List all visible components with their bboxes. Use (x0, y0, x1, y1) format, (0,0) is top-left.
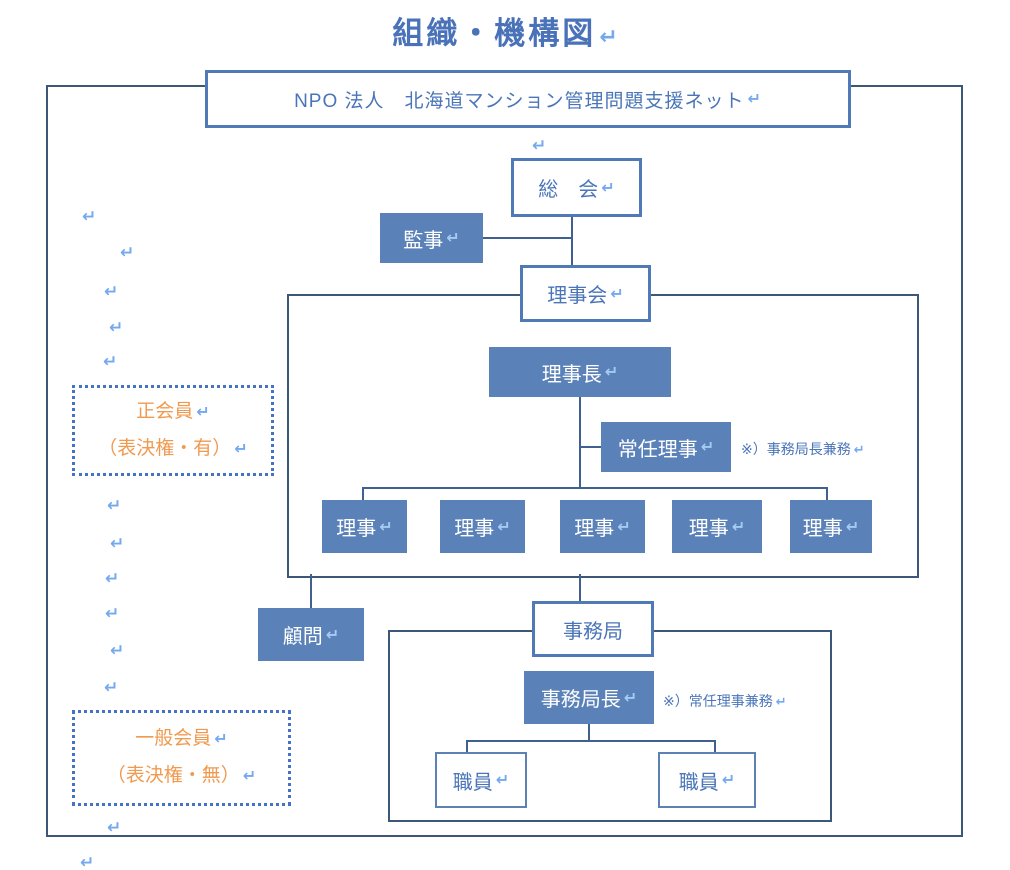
node-label: 監事 (403, 229, 444, 252)
node-director-4: 理事↵ (672, 500, 762, 553)
paragraph-mark-icon: ↵ (109, 318, 124, 337)
page-title: 組織・機構図↵ (0, 8, 1010, 53)
node-advisor: 顧問↵ (258, 608, 364, 661)
paragraph-mark-icon: ↵ (532, 136, 547, 155)
paragraph-mark-icon: ↵ (104, 678, 119, 697)
node-director-2: 理事↵ (440, 500, 525, 553)
connector-chairman-down (579, 397, 581, 487)
paragraph-mark-icon: ↵ (80, 853, 95, 870)
paragraph-mark-icon: ↵ (325, 626, 340, 644)
connector-secretary-general-down (588, 724, 590, 741)
standing-director-note: ※）事務局長兼務↵ (741, 439, 865, 459)
paragraph-mark-icon: ↵ (747, 91, 762, 108)
connector-staff-bracket (466, 740, 716, 742)
node-standing-director: 常任理事↵ (601, 422, 731, 472)
connector-auditor (483, 237, 572, 239)
paragraph-mark-icon: ↵ (379, 518, 393, 536)
connector-secretariat (579, 574, 581, 601)
member-group-line: 正会員↵ (136, 394, 209, 431)
secretary-general-note: ※）常任理事兼務↵ (663, 691, 787, 711)
paragraph-mark-icon: ↵ (110, 534, 125, 553)
node-label: 理事 (802, 518, 843, 540)
paragraph-mark-icon: ↵ (82, 207, 97, 226)
paragraph-mark-icon: ↵ (853, 442, 865, 457)
paragraph-mark-icon: ↵ (721, 772, 736, 789)
paragraph-mark-icon: ↵ (775, 694, 787, 709)
member-group-line: 一般会員↵ (135, 721, 227, 758)
paragraph-mark-icon: ↵ (120, 243, 135, 262)
node-label: 理事長 (541, 363, 602, 386)
connector-advisor (310, 574, 312, 608)
note-text: ※）事務局長兼務 (741, 441, 851, 457)
node-label: 理事 (688, 518, 729, 540)
node-director-3: 理事↵ (560, 500, 645, 553)
member-group-subtitle: （表決権・無） (106, 765, 240, 786)
paragraph-mark-icon: ↵ (604, 364, 619, 381)
paragraph-mark-icon: ↵ (107, 818, 122, 837)
org-name-label: NPO 法人 北海道マンション管理問題支援ネット (294, 90, 745, 112)
node-label: 常任理事 (617, 438, 698, 461)
paragraph-mark-icon: ↵ (845, 518, 860, 536)
node-board: 理事会↵ (520, 265, 651, 322)
note-text: ※）常任理事兼務 (663, 693, 773, 709)
paragraph-mark-icon: ↵ (214, 731, 228, 748)
page-title-text: 組織・機構図 (392, 16, 597, 51)
node-label: 理事 (454, 518, 495, 540)
connector-staff-drop-right (714, 740, 716, 753)
member-group-line: （表決権・無）↵ (107, 758, 256, 795)
paragraph-mark-icon: ↵ (110, 641, 125, 660)
node-general-assembly: 総 会↵ (511, 158, 642, 217)
node-staff-2: 職員↵ (658, 752, 756, 808)
node-label: 理事会 (547, 285, 608, 307)
paragraph-mark-icon: ↵ (495, 772, 510, 789)
connector-directors-drop-right (826, 487, 828, 501)
node-label: 事務局 (563, 620, 623, 643)
paragraph-mark-icon: ↵ (610, 285, 624, 303)
node-label: 顧問 (282, 626, 323, 648)
node-chairman: 理事長↵ (489, 347, 671, 397)
paragraph-mark-icon: ↵ (196, 403, 210, 421)
paragraph-mark-icon: ↵ (105, 604, 120, 623)
connector-directors-drop-left (362, 487, 364, 501)
node-label: 職員 (452, 771, 493, 794)
paragraph-mark-icon: ↵ (601, 179, 615, 197)
paragraph-mark-icon: ↵ (497, 518, 511, 536)
paragraph-mark-icon: ↵ (104, 282, 119, 301)
node-secretariat: 事務局 (532, 601, 654, 657)
paragraph-mark-icon: ↵ (105, 569, 120, 588)
paragraph-mark-icon: ↵ (623, 689, 638, 707)
paragraph-mark-icon: ↵ (617, 518, 631, 536)
paragraph-mark-icon: ↵ (103, 352, 118, 371)
node-director-5: 理事↵ (790, 500, 872, 553)
member-group-regular: 正会員↵ （表決権・有）↵ (72, 385, 274, 476)
paragraph-mark-icon: ↵ (731, 518, 746, 536)
node-director-1: 理事↵ (322, 500, 407, 553)
node-label: 総 会 (538, 179, 599, 201)
connector-staff-drop-left (466, 740, 468, 753)
member-group-general: 一般会員↵ （表決権・無）↵ (72, 710, 291, 806)
member-group-subtitle: （表決権・有） (98, 437, 232, 459)
paragraph-mark-icon: ↵ (700, 439, 715, 456)
node-label: 事務局長 (540, 689, 621, 711)
node-auditor: 監事↵ (380, 213, 483, 263)
connector-assembly-board (571, 211, 573, 265)
member-group-title: 一般会員 (135, 728, 212, 749)
paragraph-mark-icon: ↵ (242, 768, 257, 785)
node-label: 理事 (336, 518, 377, 540)
paragraph-mark-icon: ↵ (599, 24, 618, 49)
node-label: 理事 (574, 518, 615, 540)
node-staff-1: 職員↵ (435, 752, 527, 808)
paragraph-mark-icon: ↵ (446, 230, 460, 247)
paragraph-mark-icon: ↵ (107, 496, 122, 515)
connector-directors-bracket (362, 487, 828, 489)
member-group-line: （表決権・有）↵ (98, 431, 247, 468)
org-name-box: NPO 法人 北海道マンション管理問題支援ネット↵ (205, 70, 851, 128)
paragraph-mark-icon: ↵ (234, 440, 248, 458)
node-secretary-general: 事務局長↵ (524, 671, 654, 724)
connector-standing-director-branch (580, 446, 601, 448)
node-label: 職員 (678, 771, 719, 794)
member-group-title: 正会員 (136, 400, 194, 422)
